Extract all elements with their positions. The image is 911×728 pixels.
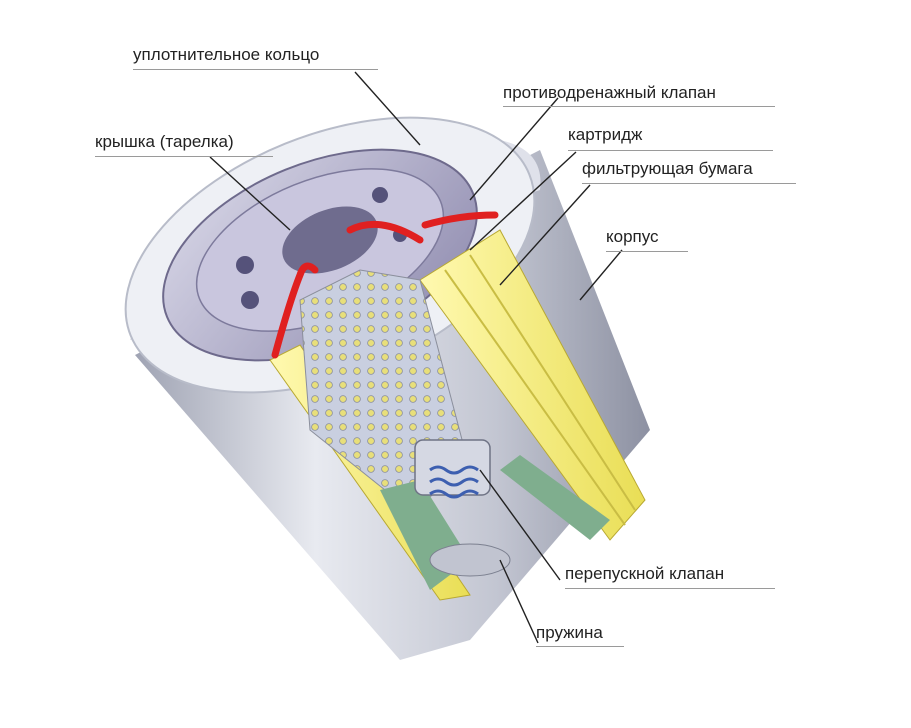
bypass-valve xyxy=(414,439,511,577)
label-bypass-valve: перепускной клапан xyxy=(565,564,725,583)
underline-spring xyxy=(536,646,624,647)
underline-seal-ring xyxy=(133,69,378,70)
antidrain-gasket xyxy=(271,211,499,359)
underline-antidrain-valve xyxy=(503,106,775,107)
label-cover: крышка (тарелка) xyxy=(95,132,234,151)
label-housing: корпус xyxy=(606,227,659,246)
label-antidrain-valve: противодренажный клапан xyxy=(503,83,716,102)
underline-cartridge xyxy=(568,150,773,151)
label-filter-paper: фильтрующая бумага xyxy=(582,159,753,178)
label-cartridge: картридж xyxy=(568,125,643,144)
underline-housing xyxy=(606,251,688,252)
underline-filter-paper xyxy=(582,183,796,184)
label-seal-ring: уплотнительное кольцо xyxy=(133,45,320,64)
underline-cover xyxy=(95,156,273,157)
underline-bypass-valve xyxy=(565,588,775,589)
label-spring: пружина xyxy=(536,623,603,642)
leader-lines xyxy=(209,71,623,644)
